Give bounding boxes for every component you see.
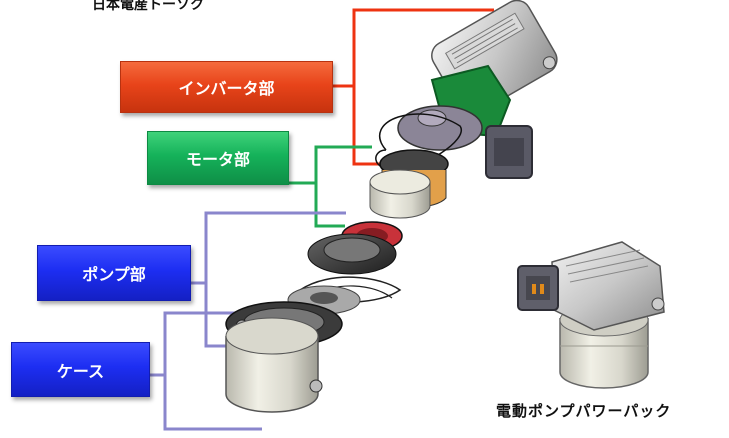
- pump-section-label: ポンプ部: [37, 245, 191, 301]
- case-leader-lines: [148, 311, 262, 431]
- case-section-label: ケース: [11, 342, 150, 397]
- company-caption: 日本電産トーソク: [92, 0, 204, 13]
- assembled-product-image: [517, 241, 665, 389]
- inverter-section-label: インバータ部: [120, 61, 333, 113]
- exploded-assembly: [225, 0, 558, 413]
- motor-leader-lines: [287, 145, 372, 228]
- product-caption: 電動ポンプパワーパック: [496, 402, 672, 420]
- motor-section-label: モータ部: [147, 131, 289, 185]
